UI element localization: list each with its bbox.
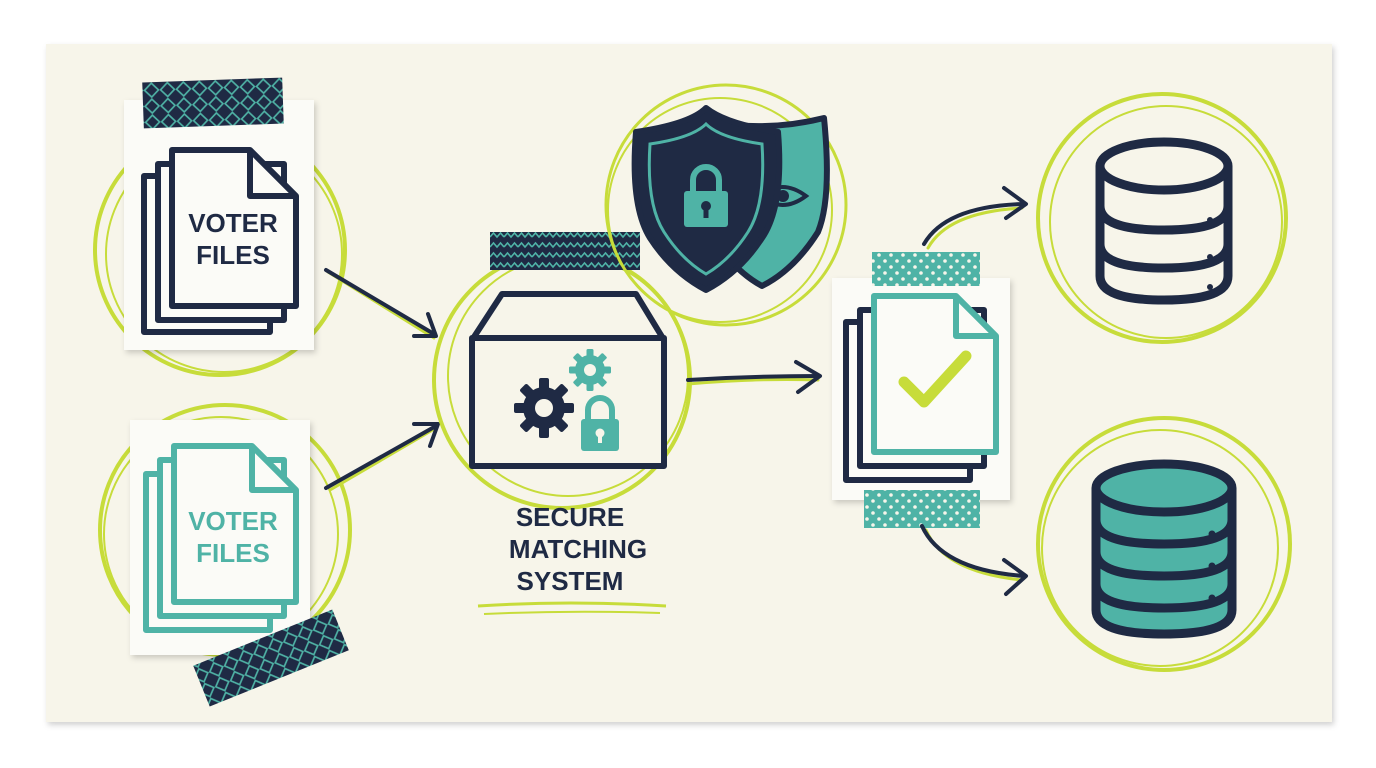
- file-label-line-1: VOTER: [188, 506, 278, 536]
- lime-scribble-ring: [1049, 105, 1283, 339]
- lime-scribble-ring: [607, 97, 833, 323]
- checkmark-icon: [898, 350, 972, 408]
- file-label-line-2: FILES: [196, 538, 270, 568]
- shield-lock-icon: [631, 105, 783, 293]
- document-stack-icon: [143, 443, 299, 633]
- arrow-system-to-result: [686, 360, 822, 394]
- database-top: [1036, 92, 1288, 344]
- system-label-line-3: SYSTEM: [517, 566, 624, 596]
- washi-tape-dots: [872, 252, 980, 286]
- voter-files-card-top: VOTER FILES: [93, 77, 347, 377]
- system-label-line-2: MATCHING: [509, 534, 647, 564]
- washi-tape-diamond: [193, 609, 349, 707]
- lime-scribble-ring: [1036, 92, 1288, 344]
- lime-scribble-ring: [1036, 416, 1292, 672]
- file-label-line-2: FILES: [196, 240, 270, 270]
- arrow-top-to-system: [324, 268, 438, 340]
- database-icon: [1095, 137, 1233, 305]
- file-label-line-1: VOTER: [188, 208, 278, 238]
- lime-scribble-ring: [604, 83, 848, 327]
- database-icon: [1091, 459, 1237, 639]
- washi-tape-dots: [864, 490, 980, 528]
- washi-tape-diamond: [142, 77, 284, 129]
- arrow-to-database-bottom: [920, 524, 1028, 596]
- gear-icon: [569, 349, 611, 391]
- arrow-bottom-to-system: [324, 422, 440, 492]
- arrow-to-database-top: [922, 186, 1028, 250]
- lock-icon: [684, 164, 728, 227]
- document-stack-icon: [141, 147, 299, 335]
- box-gears-lock-icon: [469, 291, 667, 469]
- database-bottom: [1036, 416, 1292, 672]
- security-shield-group: [604, 83, 848, 327]
- washi-tape-zigzag: [490, 232, 640, 270]
- voter-files-card-bottom: VOTER FILES: [98, 403, 352, 707]
- lock-icon: [581, 395, 619, 451]
- checked-document-stack-icon: [843, 293, 999, 483]
- label-underline: [477, 601, 667, 608]
- gear-icon: [514, 378, 574, 438]
- system-label-line-1: SECURE: [516, 502, 624, 532]
- matched-files-card: [832, 252, 1010, 528]
- lime-scribble-ring: [1041, 429, 1279, 667]
- label-underline: [483, 610, 661, 615]
